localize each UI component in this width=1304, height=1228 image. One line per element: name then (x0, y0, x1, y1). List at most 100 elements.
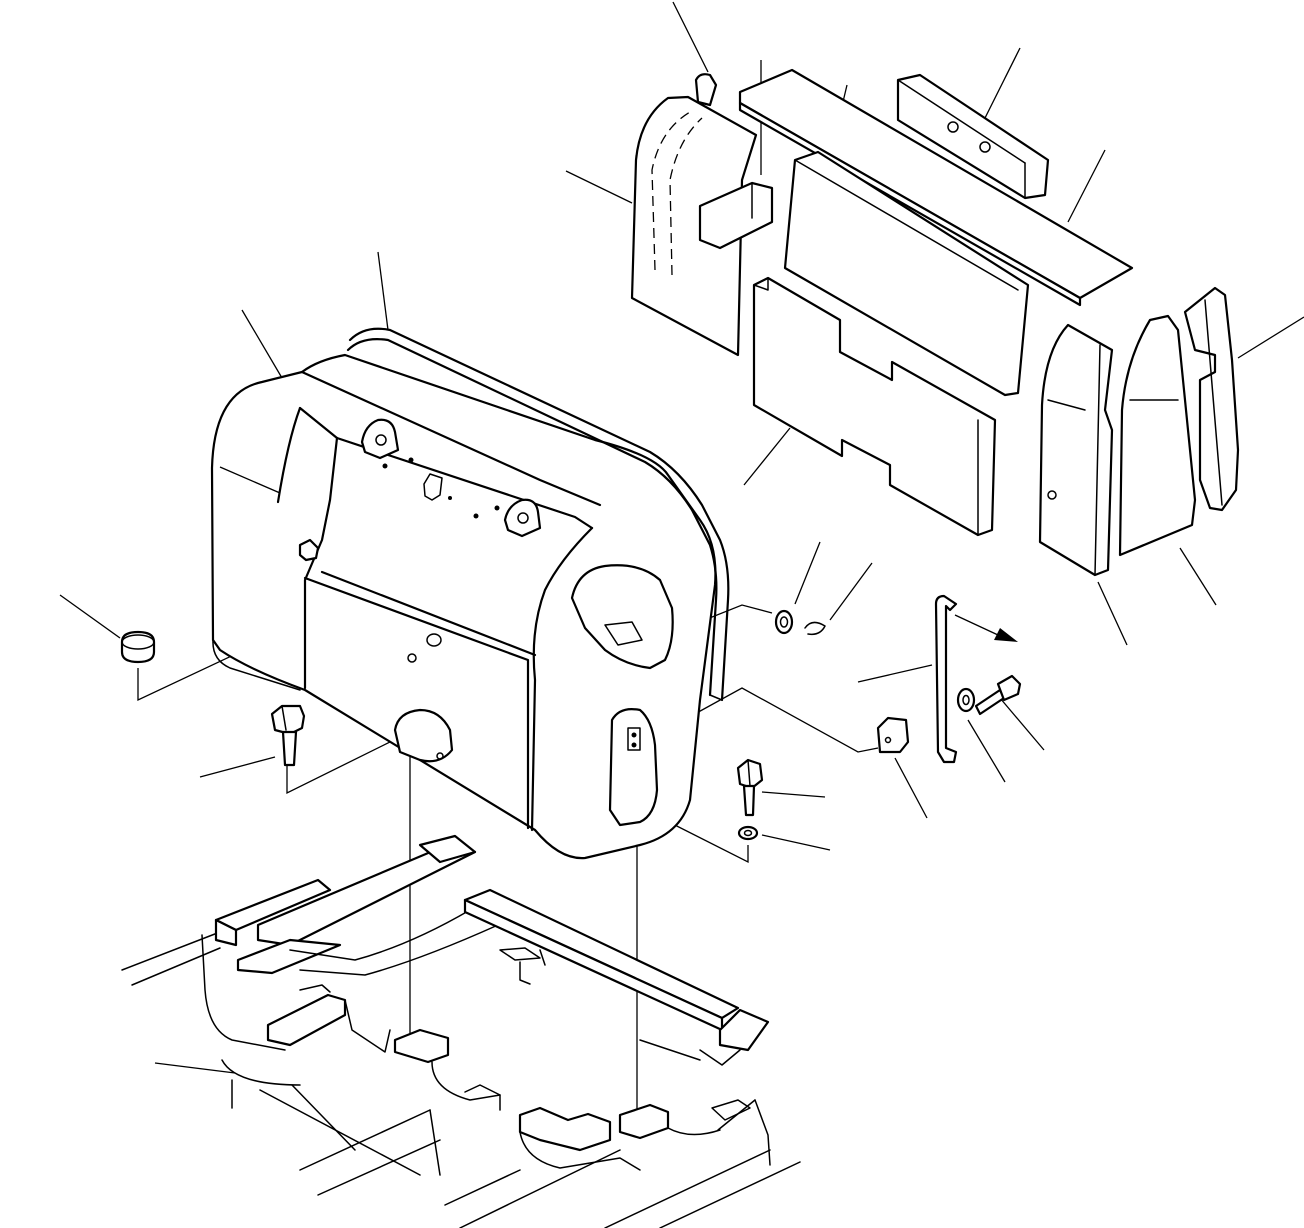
mount-block-right (618, 1103, 670, 1140)
leader-line (672, 1, 709, 73)
washer-ring-hole (779, 616, 789, 628)
frame-edge (299, 984, 331, 993)
cutaway-side-mount (570, 564, 674, 670)
leader-line (1097, 581, 1128, 646)
frame-edge (317, 1139, 441, 1196)
bolt-head-left (270, 704, 306, 736)
part-hole (979, 141, 991, 153)
frame-edge (299, 924, 499, 976)
part-small-tab (694, 73, 718, 107)
part-panel-edge (1094, 344, 1101, 576)
hole (631, 742, 637, 748)
washer-right (737, 825, 759, 841)
fasteners (120, 594, 1022, 841)
cutaway-bottom-mount (393, 708, 454, 763)
part-panel-edge (1204, 299, 1223, 506)
part-side-panel-left (630, 95, 758, 357)
frame-edge (444, 1169, 521, 1206)
hole (408, 457, 414, 463)
leader-line (857, 664, 933, 683)
frame-edge (201, 934, 286, 1051)
leader-line (984, 47, 1021, 119)
mount-hole (426, 633, 442, 647)
hole (494, 505, 500, 511)
frame-plate (236, 938, 342, 975)
leader-lines (59, 1, 1304, 1074)
hidden-line (651, 111, 691, 271)
frame-edge (431, 1061, 501, 1101)
part-bar-edge (897, 79, 1026, 164)
counterweight-body (210, 353, 717, 860)
frame-edge (464, 1084, 501, 1111)
leader-line (154, 1062, 236, 1074)
frame-edge (259, 1089, 421, 1176)
hole (473, 513, 479, 519)
frame-edge (344, 999, 391, 1053)
insulation-parts (630, 68, 1240, 577)
frame-plate (214, 918, 238, 947)
counterweight-top-edge (300, 370, 602, 507)
leader-line (761, 834, 831, 851)
clip (298, 538, 320, 562)
part-panel-edge (1047, 399, 1086, 411)
hook-slot (423, 473, 443, 501)
lock-washer-hole (962, 694, 970, 706)
cap-plug (120, 630, 156, 664)
lifting-eye-left (360, 418, 400, 460)
counterweight-right-face (530, 526, 594, 832)
mount-block-right-base (518, 1106, 612, 1152)
cross-member-side (463, 898, 724, 1032)
leader-line (829, 562, 873, 621)
cap-plug-top (121, 634, 155, 650)
bolt-shank-left (281, 730, 298, 767)
frame-edge (291, 1084, 356, 1151)
hole (631, 732, 637, 738)
bracket-clip (876, 716, 910, 754)
leader-line (894, 757, 928, 819)
leader-line (199, 756, 276, 778)
bracket-plate (627, 727, 641, 751)
rod (934, 594, 958, 764)
leader-line (241, 309, 283, 379)
frame-edge (699, 1049, 741, 1066)
counterweight (210, 327, 730, 860)
leader-line (377, 251, 389, 331)
washer-ring (774, 609, 794, 635)
counterweight-bottom-edge (212, 639, 301, 691)
frame-edge (429, 1109, 441, 1176)
frame-rail-end (418, 834, 477, 864)
part-center-panel-edge (794, 159, 1019, 291)
frame-edge (711, 1099, 751, 1121)
frame-edge (754, 1099, 771, 1166)
mount-hole (436, 752, 444, 760)
part-side-panel-a (1038, 323, 1114, 577)
lifting-eye-right (503, 498, 542, 538)
frame-edge (289, 909, 471, 961)
screw-shank (974, 688, 1006, 716)
mount-block-left (393, 1028, 450, 1064)
leader-line (1067, 149, 1106, 223)
guide-line-bolt-right (654, 814, 749, 864)
frame-edge (639, 1039, 701, 1061)
frame-edge (659, 1161, 801, 1228)
bolt-shank-right (742, 784, 756, 817)
screw-head (996, 674, 1022, 702)
counterweight-inner-top (298, 406, 594, 530)
retaining-clip (804, 621, 826, 636)
part-hole (1047, 490, 1057, 500)
leader-line (761, 791, 826, 798)
cutaway-rear-mount (608, 708, 659, 827)
edge-molding (348, 327, 730, 702)
counterweight-bevel (219, 466, 281, 494)
leader-line (967, 719, 1006, 783)
bracket-clip-hole (884, 736, 892, 744)
leader-line (59, 594, 121, 639)
washer-hole (743, 829, 753, 837)
counterweight-recess-ledge (320, 570, 537, 657)
leader-line (743, 427, 791, 486)
frame-edge (604, 1149, 771, 1228)
counterweight-inner-left (276, 406, 302, 504)
part-hole (947, 121, 959, 133)
